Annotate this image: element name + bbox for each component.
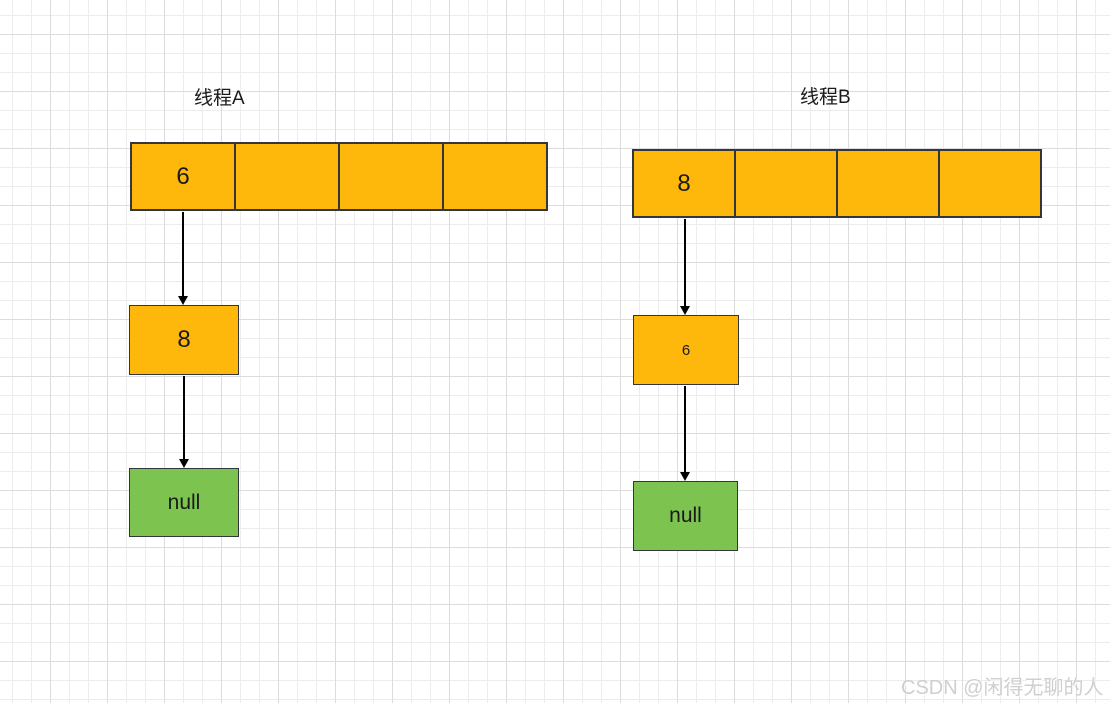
- thread-b-array: 8: [632, 149, 1042, 218]
- thread-a-node: 8: [129, 305, 239, 375]
- thread-a-array: 6: [130, 142, 548, 211]
- array-cell: [236, 144, 340, 209]
- arrow-shaft: [183, 376, 185, 462]
- thread-b-title: 线程B: [800, 87, 851, 108]
- thread-a-title: 线程A: [194, 88, 245, 109]
- arrow-down-icon: [680, 219, 690, 315]
- array-cell: [340, 144, 444, 209]
- array-cell: [444, 144, 546, 209]
- array-cell: [940, 151, 1040, 216]
- array-cell: 6: [132, 144, 236, 209]
- arrow-down-icon: [680, 386, 690, 481]
- arrow-down-icon: [178, 212, 188, 305]
- arrow-shaft: [684, 219, 686, 309]
- thread-b-node: 6: [633, 315, 739, 385]
- thread-b-null-node: null: [633, 481, 738, 551]
- arrow-down-icon: [179, 376, 189, 468]
- array-cell: [736, 151, 838, 216]
- array-cell: 8: [634, 151, 736, 216]
- array-cell: [838, 151, 940, 216]
- arrowhead-icon: [680, 472, 690, 481]
- arrowhead-icon: [179, 459, 189, 468]
- arrow-shaft: [182, 212, 184, 299]
- arrowhead-icon: [680, 306, 690, 315]
- arrow-shaft: [684, 386, 686, 475]
- csdn-watermark: CSDN @闲得无聊的人: [901, 677, 1104, 699]
- arrowhead-icon: [178, 296, 188, 305]
- thread-a-null-node: null: [129, 468, 239, 537]
